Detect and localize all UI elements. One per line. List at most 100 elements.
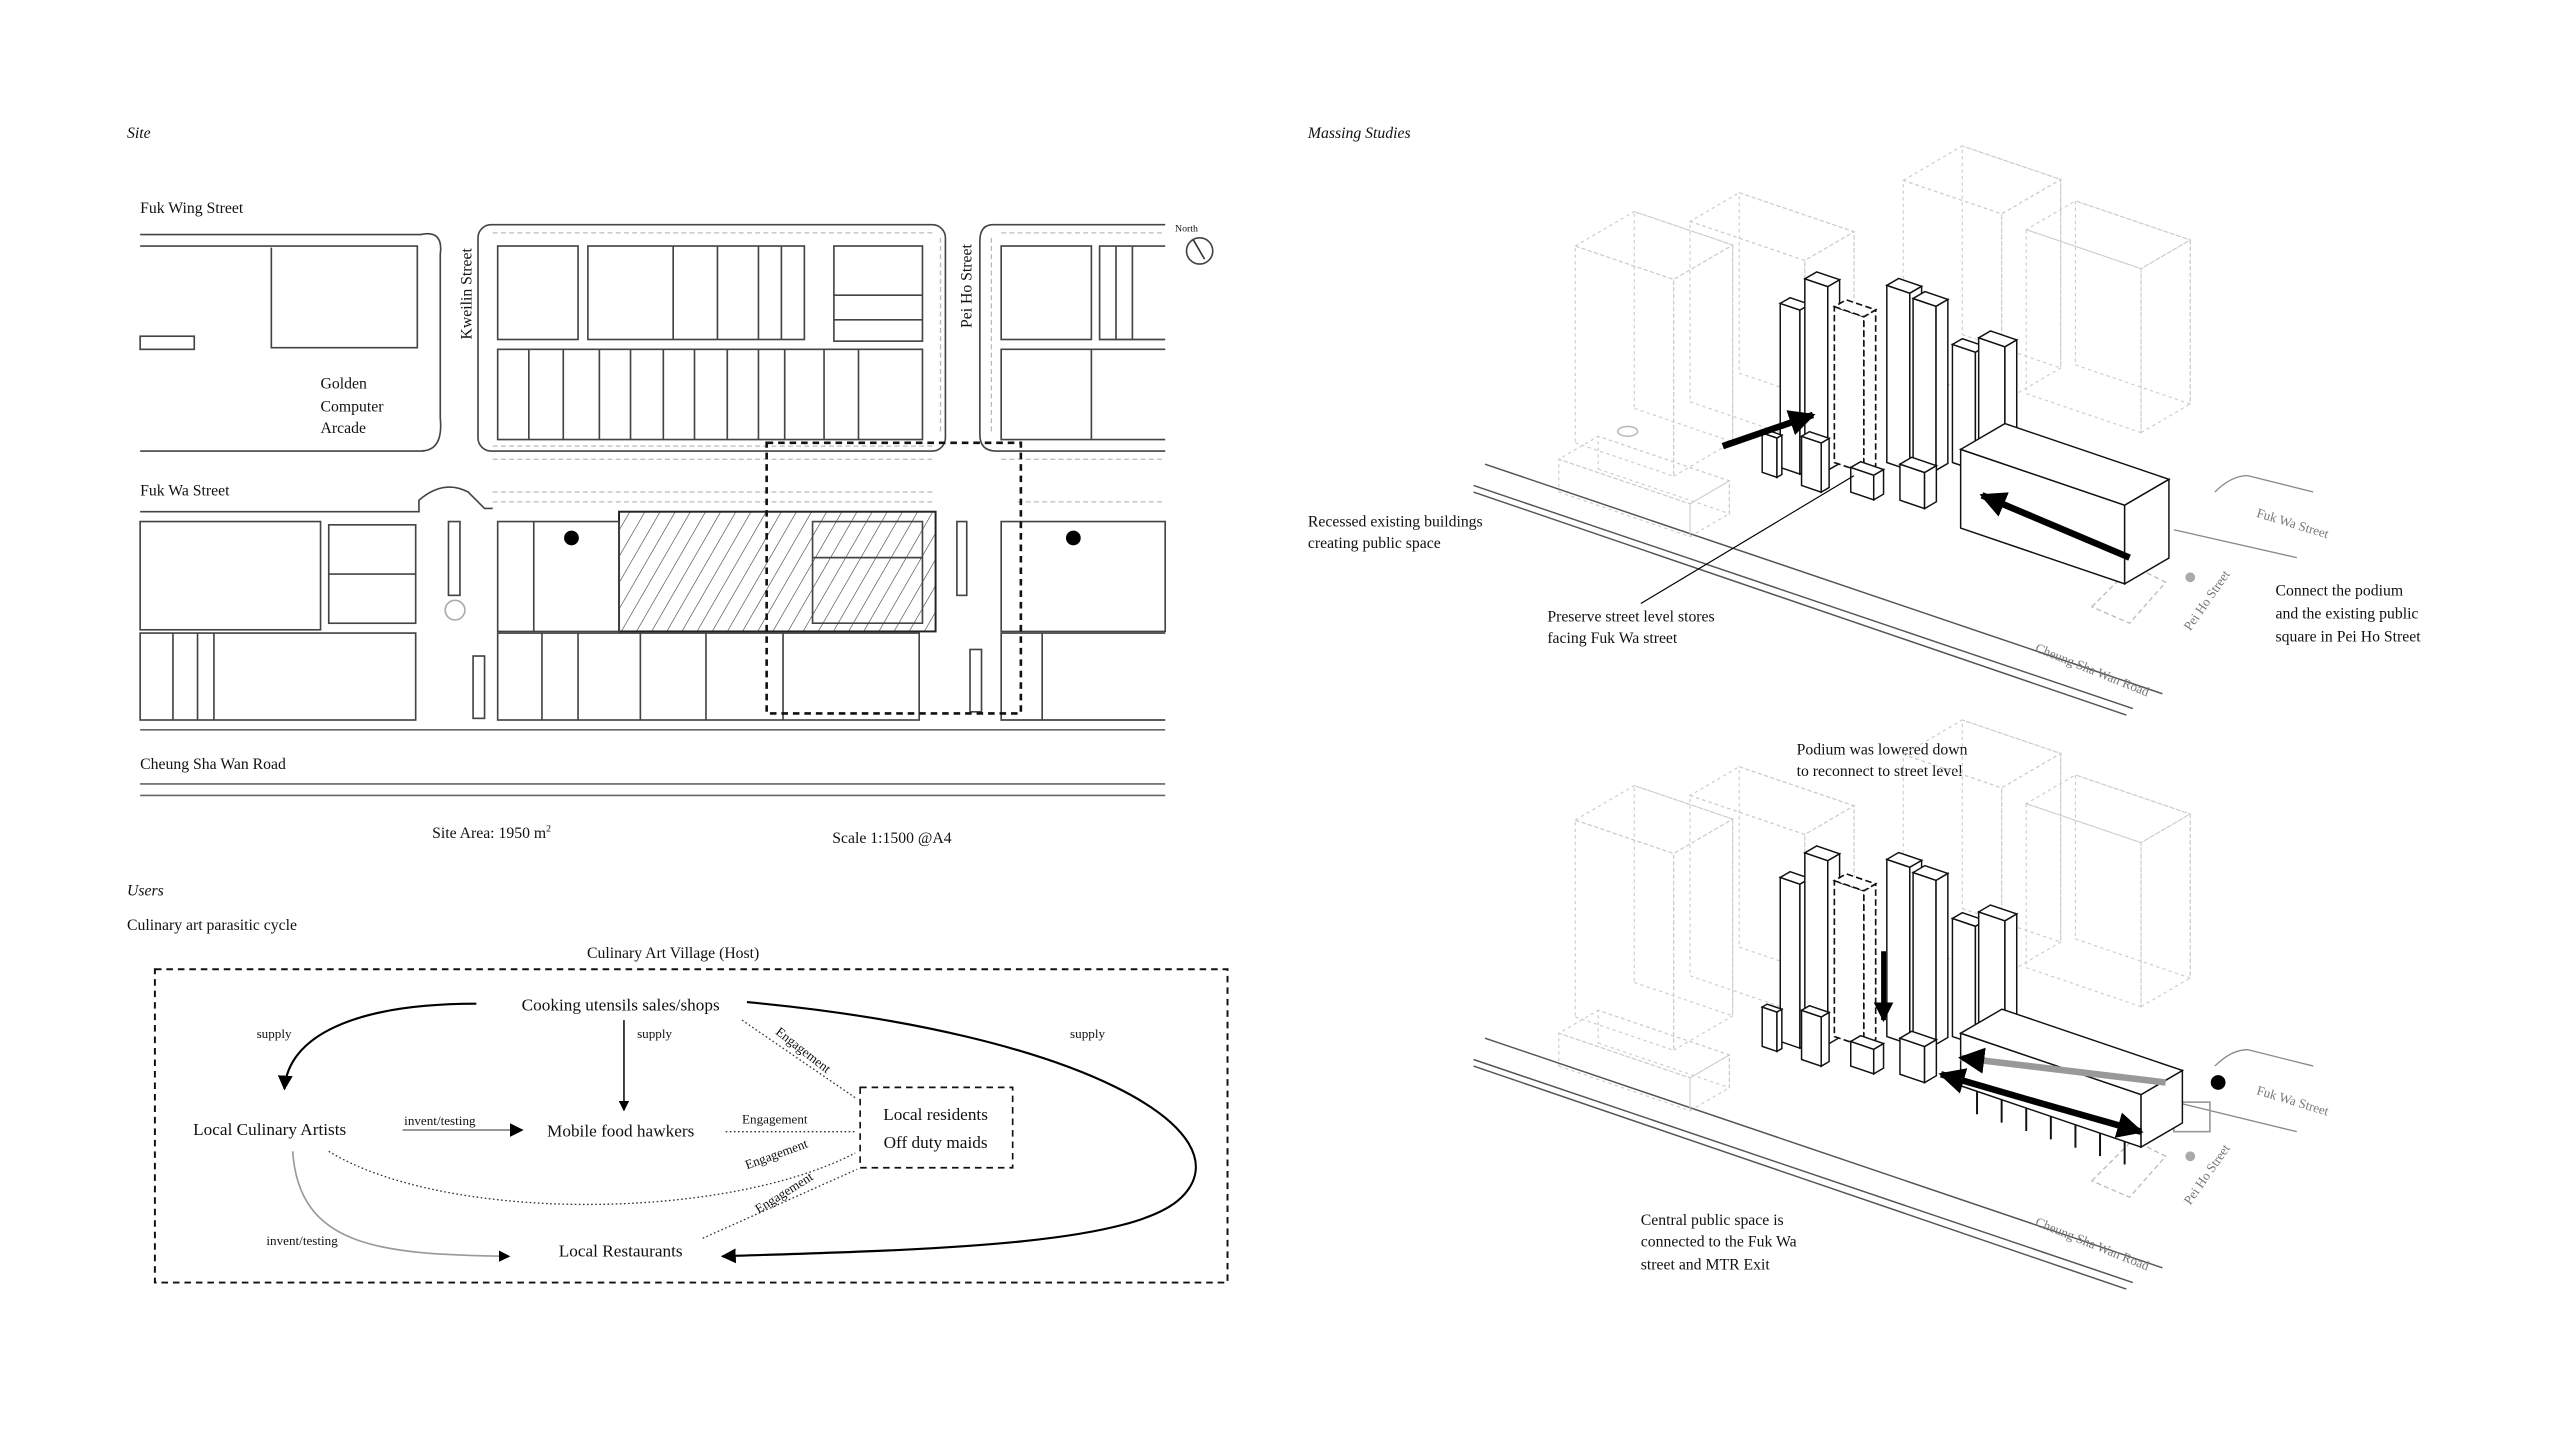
engagement-link [741,1019,858,1100]
engagement-link [328,1150,856,1206]
building-outline [447,520,461,597]
block-outline [979,223,1166,452]
building-outline [139,632,417,721]
flow-edges [277,1001,1197,1264]
context-building [2024,774,2192,1008]
context-building [2024,200,2192,434]
volume-front-face [1912,297,1937,472]
building-volume [1799,1004,1831,1068]
kiosk-mark [2185,1151,2196,1162]
volume-top-face [2024,200,2192,270]
sidewalk-marks [492,232,936,460]
site-heading: Site [127,125,151,142]
volume-front-face [1912,871,1937,1046]
volume-side-face [2140,238,2191,434]
volume-top-face [1898,1030,1939,1048]
volume-front-face [1779,302,1801,476]
building-outline [587,245,806,341]
edge-label-invent: invent/testing [404,1113,476,1128]
volume-front-face [1761,1005,1778,1053]
removed-volume [1832,298,1878,474]
note-line: facing Fuk Wa street [1547,630,1678,647]
volume-front-face [1886,284,1911,472]
supply-arrow-restaurants [720,1001,1197,1264]
sidewalk-marks [492,491,1166,503]
node-off-duty-maids: Off duty maids [884,1133,988,1152]
note-line: Connect the podium [2276,582,2404,599]
volume-front-face [1558,1032,1691,1112]
volume-back-face [1961,719,2062,943]
road-lines [1473,463,2163,716]
square-outline [2090,1139,2167,1199]
building-dividers [833,294,923,321]
kiosk-outline [444,599,466,621]
note-line: street and MTR Exit [1641,1256,1771,1273]
building-volume [1760,1003,1784,1053]
volume-front-face [1800,1009,1822,1068]
note-line: connected to the Fuk Wa [1641,1233,1797,1250]
users-heading: Users [127,882,164,899]
massing-volumes [1557,145,2192,586]
ground-plane [1473,425,2314,716]
volume-side-face [2140,812,2191,1008]
road-lines [1473,1037,2163,1290]
arrow-connect-gray [1958,1047,2167,1086]
block-outline [140,232,442,452]
block-outline [477,223,947,452]
road-lines [140,729,1166,797]
massing-section: Massing Studies Recessed existing buildi… [1307,125,2422,1290]
node-local-restaurants: Local Restaurants [559,1241,683,1260]
building-outline [833,245,924,342]
massing-heading: Massing Studies [1307,125,1411,142]
street-lines [2173,474,2314,559]
edge-label-supply: supply [637,1026,672,1041]
volume-front-face [1574,819,1675,1052]
volume-top-face [1832,872,1878,892]
building-volume [1848,1034,1886,1076]
street-label-cheung-sha-wan: Cheung Sha Wan Road [2033,640,2152,700]
north-circle-icon [1185,236,1214,265]
invent-arrow-restaurants [291,1151,511,1262]
massing-study-2: Central public space is connected to the… [1473,719,2331,1290]
edge-label-invent: invent/testing [266,1233,338,1248]
volume-top-face [1976,330,2019,348]
building-outline [496,520,620,633]
building-volume [1958,422,2171,586]
mtr-exit-icon [1065,530,1081,546]
volume-side-face [1689,479,1730,538]
node-local-culinary-artists: Local Culinary Artists [193,1120,346,1139]
volume-back-face [1633,210,1734,443]
volume-side-face [1776,1007,1783,1053]
volume-front-face [1833,305,1865,474]
volume-front-face [1886,858,1911,1046]
node-mobile-food-hawkers: Mobile food hawkers [547,1122,695,1141]
street-label-fuk-wa: Fuk Wa Street [140,482,230,499]
volume-front-face [1558,458,1691,538]
volume-side-face [1863,882,1877,1049]
volume-side-face [1863,308,1877,474]
building-outline [1000,348,1166,441]
node-local-residents: Local residents [883,1105,988,1124]
street-label-fuk-wing: Fuk Wing Street [140,200,244,217]
street-label-fuk-wa: Fuk Wa Street [2255,1082,2331,1118]
volume-side-face [1820,437,1830,494]
arrow-public-space-left [1938,1068,2044,1107]
leader-line [1640,475,1855,605]
note-line: Recessed existing buildings [1308,513,1483,530]
building-outline [1000,632,1166,721]
note-line: square in Pei Ho Street [2276,628,2422,645]
mtr-exit-icon [564,530,579,546]
volume-front-face [1800,435,1822,494]
volume-top-face [1803,845,1842,862]
building-outline [1000,520,1167,633]
north-needle-icon [1192,239,1206,260]
context-building [1901,145,2063,404]
volume-front-face [2025,228,2142,434]
landmark-label-line: Golden [321,376,367,393]
arrow-recess [1721,410,1816,450]
note-line: creating public space [1308,535,1441,552]
volume-front-face [1689,794,1806,1016]
site-hatched-area [618,510,937,633]
street-label-fuk-wa: Fuk Wa Street [2255,505,2331,541]
